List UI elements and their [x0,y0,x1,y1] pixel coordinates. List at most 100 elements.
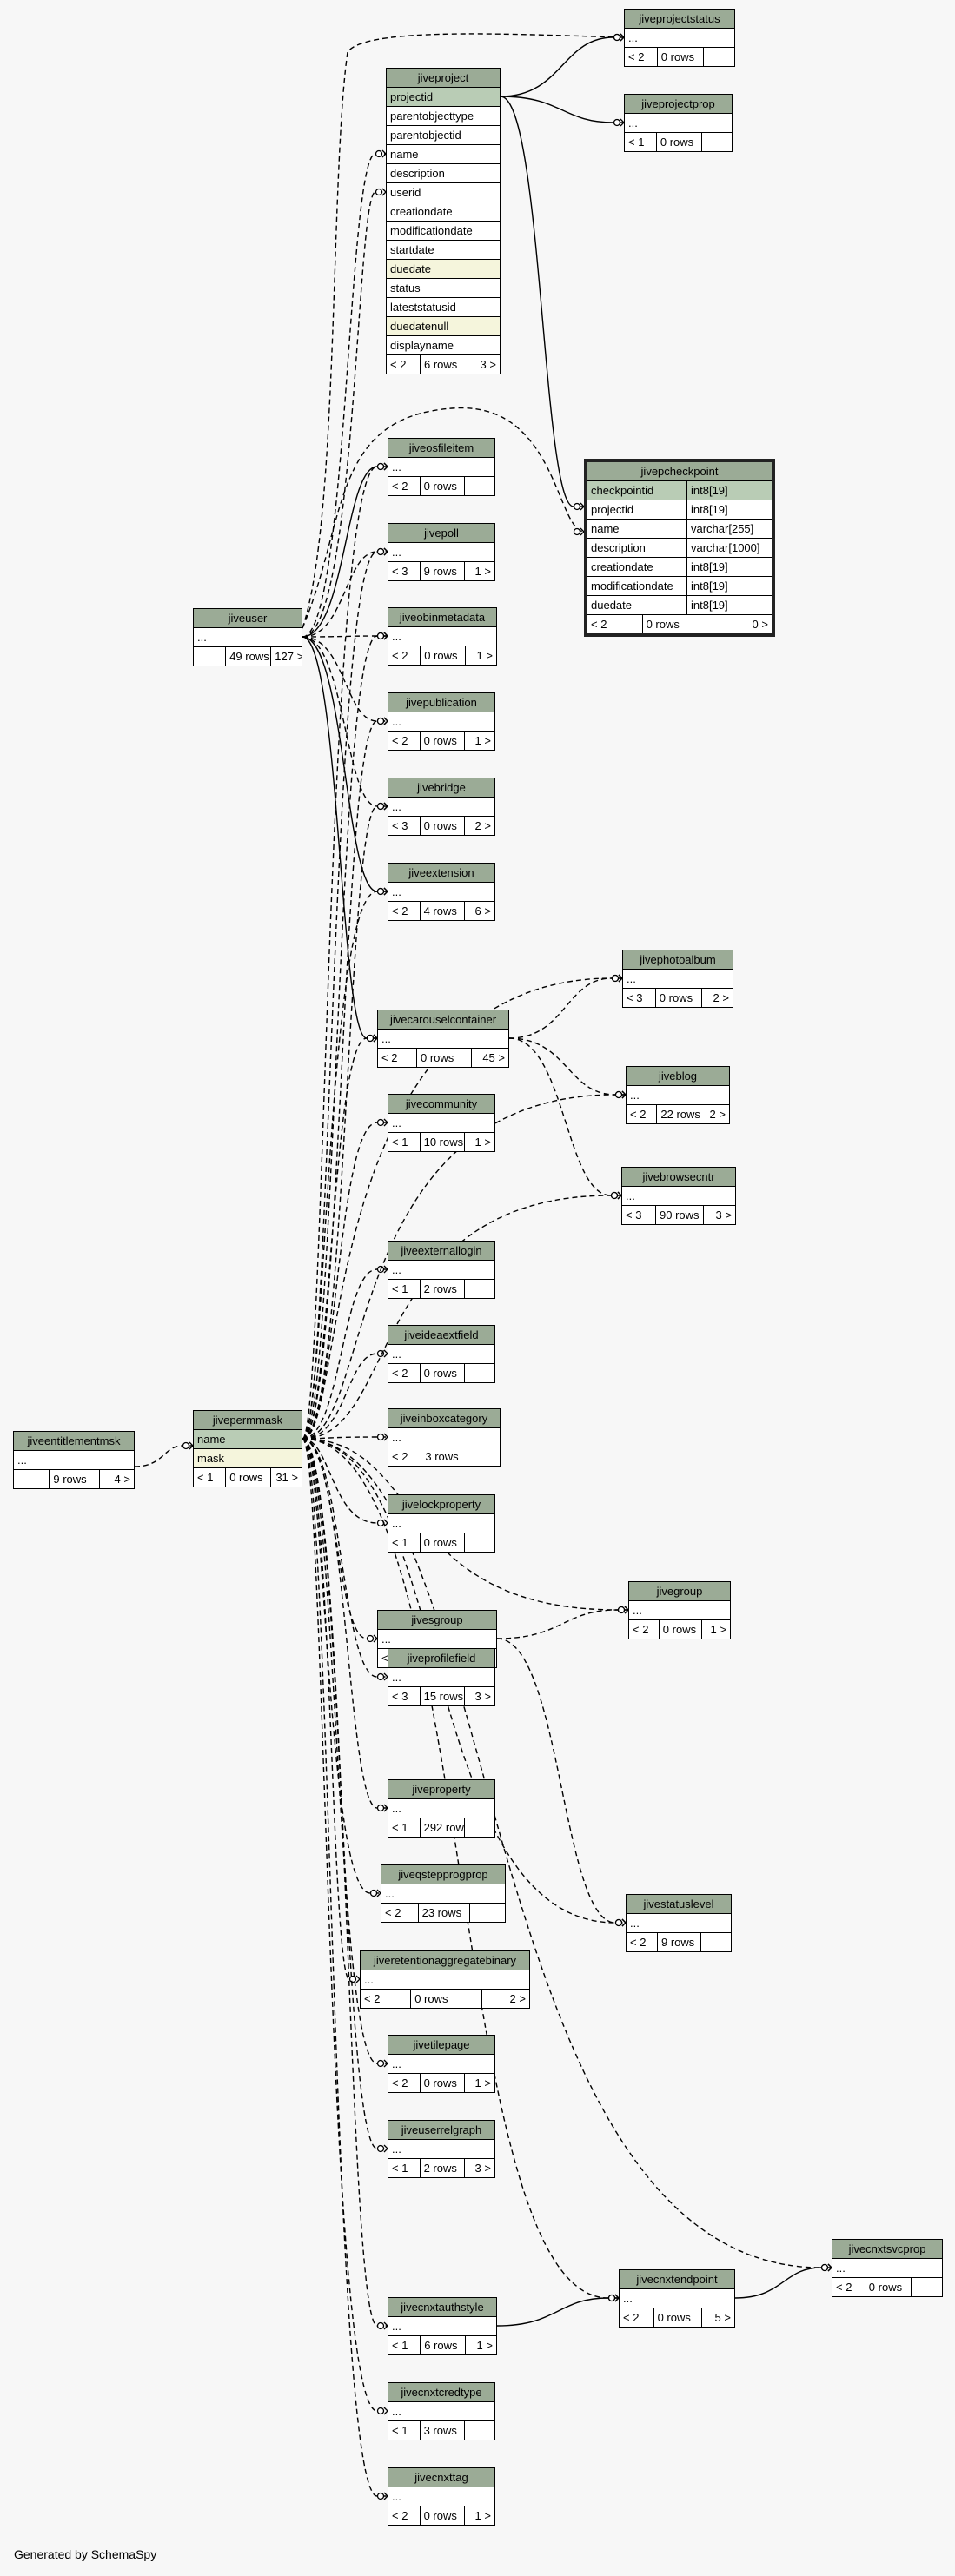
column-row[interactable]: userid [387,183,500,202]
column-row[interactable]: duedate [387,260,500,279]
table-header[interactable]: jivecnxttag [388,2468,494,2487]
column-row[interactable]: duedatenull [387,317,500,336]
column-row[interactable]: parentobjectid [387,126,500,145]
table-header[interactable]: jivecnxtcredtype [388,2383,494,2402]
table-header[interactable]: jiveretentionaggregatebinary [361,1951,529,1970]
column-row[interactable]: startdate [387,241,500,260]
column-row[interactable]: name [194,1430,302,1449]
column-ellipsis: ... [14,1451,134,1470]
column-row[interactable]: creationdate [387,202,500,222]
column-row[interactable]: status [387,279,500,298]
table-header[interactable]: jivecnxtendpoint [620,2270,734,2289]
table-header[interactable]: jiveprojectprop [625,95,732,114]
column-ellipsis: ... [627,1086,729,1105]
table-header[interactable]: jiveosfileitem [388,439,494,458]
column-row[interactable]: lateststatusid [387,298,500,317]
table-header[interactable]: jivelockproperty [388,1495,494,1514]
table-header[interactable]: jiveproject [387,69,500,88]
table-header[interactable]: jivetilepage [388,2036,494,2055]
table-header[interactable]: jiveentitlementmsk [14,1432,134,1451]
table-header[interactable]: jivepcheckpoint [587,462,772,481]
table-header[interactable]: jiveprojectstatus [625,10,734,29]
column-row[interactable]: mask [194,1449,302,1468]
table-header[interactable]: jiveuser [194,609,302,628]
column-row[interactable]: projectid [387,88,500,107]
table-header[interactable]: jivepermmask [194,1411,302,1430]
table-header[interactable]: jivephotoalbum [623,950,733,970]
edge-jivepermmask-jiveideaextfield [302,1353,388,1440]
table-header[interactable]: jivecarouselcontainer [378,1010,508,1030]
table-header[interactable]: jivesgroup [378,1611,496,1630]
table-header[interactable]: jivegroup [629,1582,730,1601]
table-header[interactable]: jivebridge [388,778,494,798]
table-header[interactable]: jivepublication [388,693,494,712]
table-header[interactable]: jiveobinmetadata [388,608,496,627]
column-row[interactable]: displayname [387,336,500,355]
table-header[interactable]: jiveideaextfield [388,1326,494,1345]
table-header[interactable]: jivepoll [388,524,494,543]
table-header[interactable]: jiveprofilefield [388,1649,494,1668]
table-header[interactable]: jiveproperty [388,1780,494,1799]
table-header[interactable]: jiveuserrelgraph [388,2121,494,2140]
column-row[interactable]: description [387,164,500,183]
table-header[interactable]: jiveqstepprogprop [381,1865,505,1884]
column-row[interactable]: name [387,145,500,164]
table-header[interactable]: jiveblog [627,1067,729,1086]
table-header[interactable]: jivestatuslevel [627,1895,731,1914]
column-row[interactable]: modificationdate [387,222,500,241]
edge-jivepermmask-jivecarouselcontainer-end [366,1034,375,1043]
column-row[interactable]: parentobjecttype [387,107,500,126]
table-header[interactable]: jivebrowsecntr [622,1168,735,1187]
table-header[interactable]: jiveextension [388,864,494,883]
table-header[interactable]: jiveexternallogin [388,1242,494,1261]
table-header[interactable]: jivecommunity [388,1095,494,1114]
table-header[interactable]: jivecnxtsvcprop [832,2240,942,2259]
table-header[interactable]: jiveinboxcategory [388,1409,500,1428]
table-header[interactable]: jivecnxtauthstyle [388,2298,496,2317]
